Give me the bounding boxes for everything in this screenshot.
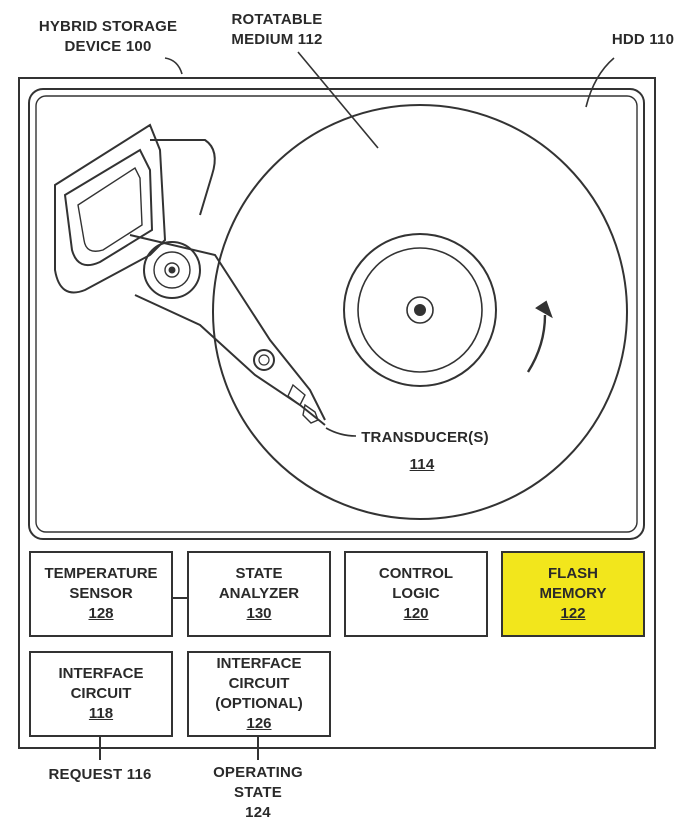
rotatable-medium [212,104,628,520]
temperature-sensor-block: TEMPERATURE SENSOR 128 [29,551,173,637]
leader-hybrid-device [164,57,183,75]
label-request: REQUEST 116 [48,766,152,783]
leader-transducer [325,427,357,437]
label-hdd: HDD 110 [611,31,675,48]
flash-memory-block: FLASH MEMORY 122 [501,551,645,637]
rotation-arrow [526,314,547,373]
spindle-hub [343,233,497,387]
state-analyzer-block: STATE ANALYZER 130 [187,551,331,637]
label-transducer: TRANSDUCER(S) [361,429,489,446]
label-rotatable-medium: ROTATABLE MEDIUM 112 [231,11,323,48]
control-logic-block: CONTROL LOGIC 120 [344,551,488,637]
label-operating-state: OPERATING STATE 124 [213,764,303,821]
interface-circuit-optional-block: INTERFACE CIRCUIT (OPTIONAL) 126 [187,651,331,737]
actuator-arm [54,123,326,426]
hybrid-device-frame [18,77,656,749]
hdd-enclosure [28,88,645,540]
leader-hdd [585,57,615,108]
interface-circuit-block: INTERFACE CIRCUIT 118 [29,651,173,737]
label-hybrid-storage-device: HYBRID STORAGE DEVICE 100 [38,18,178,55]
leader-rotatable-medium [297,51,379,149]
label-transducer-ref: 114 [409,456,435,473]
